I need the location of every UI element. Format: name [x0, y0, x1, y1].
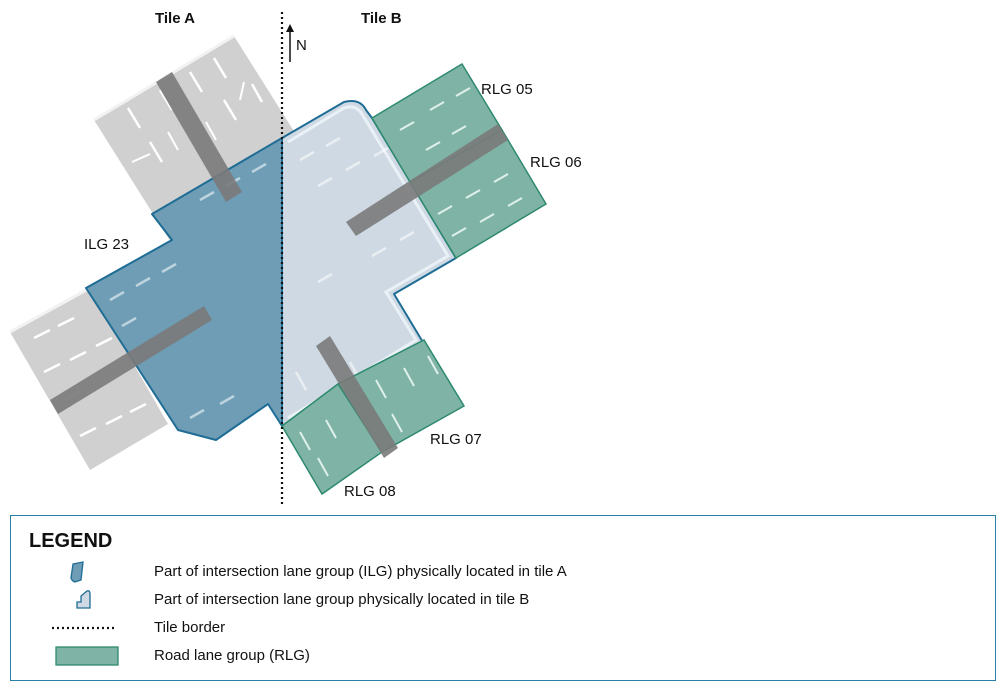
- north-arrow-icon: [286, 24, 294, 62]
- tile-border-icon: [52, 626, 117, 630]
- compass-label: N: [296, 37, 307, 54]
- legend-text-tile-border: Tile border: [154, 619, 226, 636]
- legend-item-ilg-tile-a: Part of intersection lane group (ILG) ph…: [11, 560, 971, 584]
- legend-item-tile-border: Tile border: [11, 616, 971, 640]
- ilg-tile-b-icon: [76, 590, 91, 609]
- legend-text-rlg: Road lane group (RLG): [154, 647, 310, 664]
- legend-title: LEGEND: [29, 530, 113, 552]
- legend-text-ilg-tile-b: Part of intersection lane group physical…: [154, 591, 530, 608]
- ilg-23-label: ILG 23: [84, 236, 129, 253]
- rlg-05-label: RLG 05: [481, 81, 533, 98]
- rlg-icon: [55, 646, 119, 666]
- legend-item-rlg: Road lane group (RLG): [11, 644, 971, 668]
- rlg-06-label: RLG 06: [530, 154, 582, 171]
- rlg-07-label: RLG 07: [430, 431, 482, 448]
- legend-item-ilg-tile-b: Part of intersection lane group physical…: [11, 588, 971, 612]
- intersection-diagram: N Tile A Tile B ILG 23 RLG 05 RLG 06 RLG…: [9, 10, 582, 506]
- ilg-tile-a-icon: [70, 561, 84, 583]
- tile-b-label: Tile B: [361, 10, 402, 27]
- legend-text-ilg-tile-a: Part of intersection lane group (ILG) ph…: [154, 563, 567, 580]
- ilg-tile-a-area: [85, 137, 283, 441]
- tile-a-label: Tile A: [155, 10, 195, 27]
- legend-panel: LEGEND Part of intersection lane group (…: [10, 515, 996, 681]
- rlg-08-label: RLG 08: [344, 483, 396, 500]
